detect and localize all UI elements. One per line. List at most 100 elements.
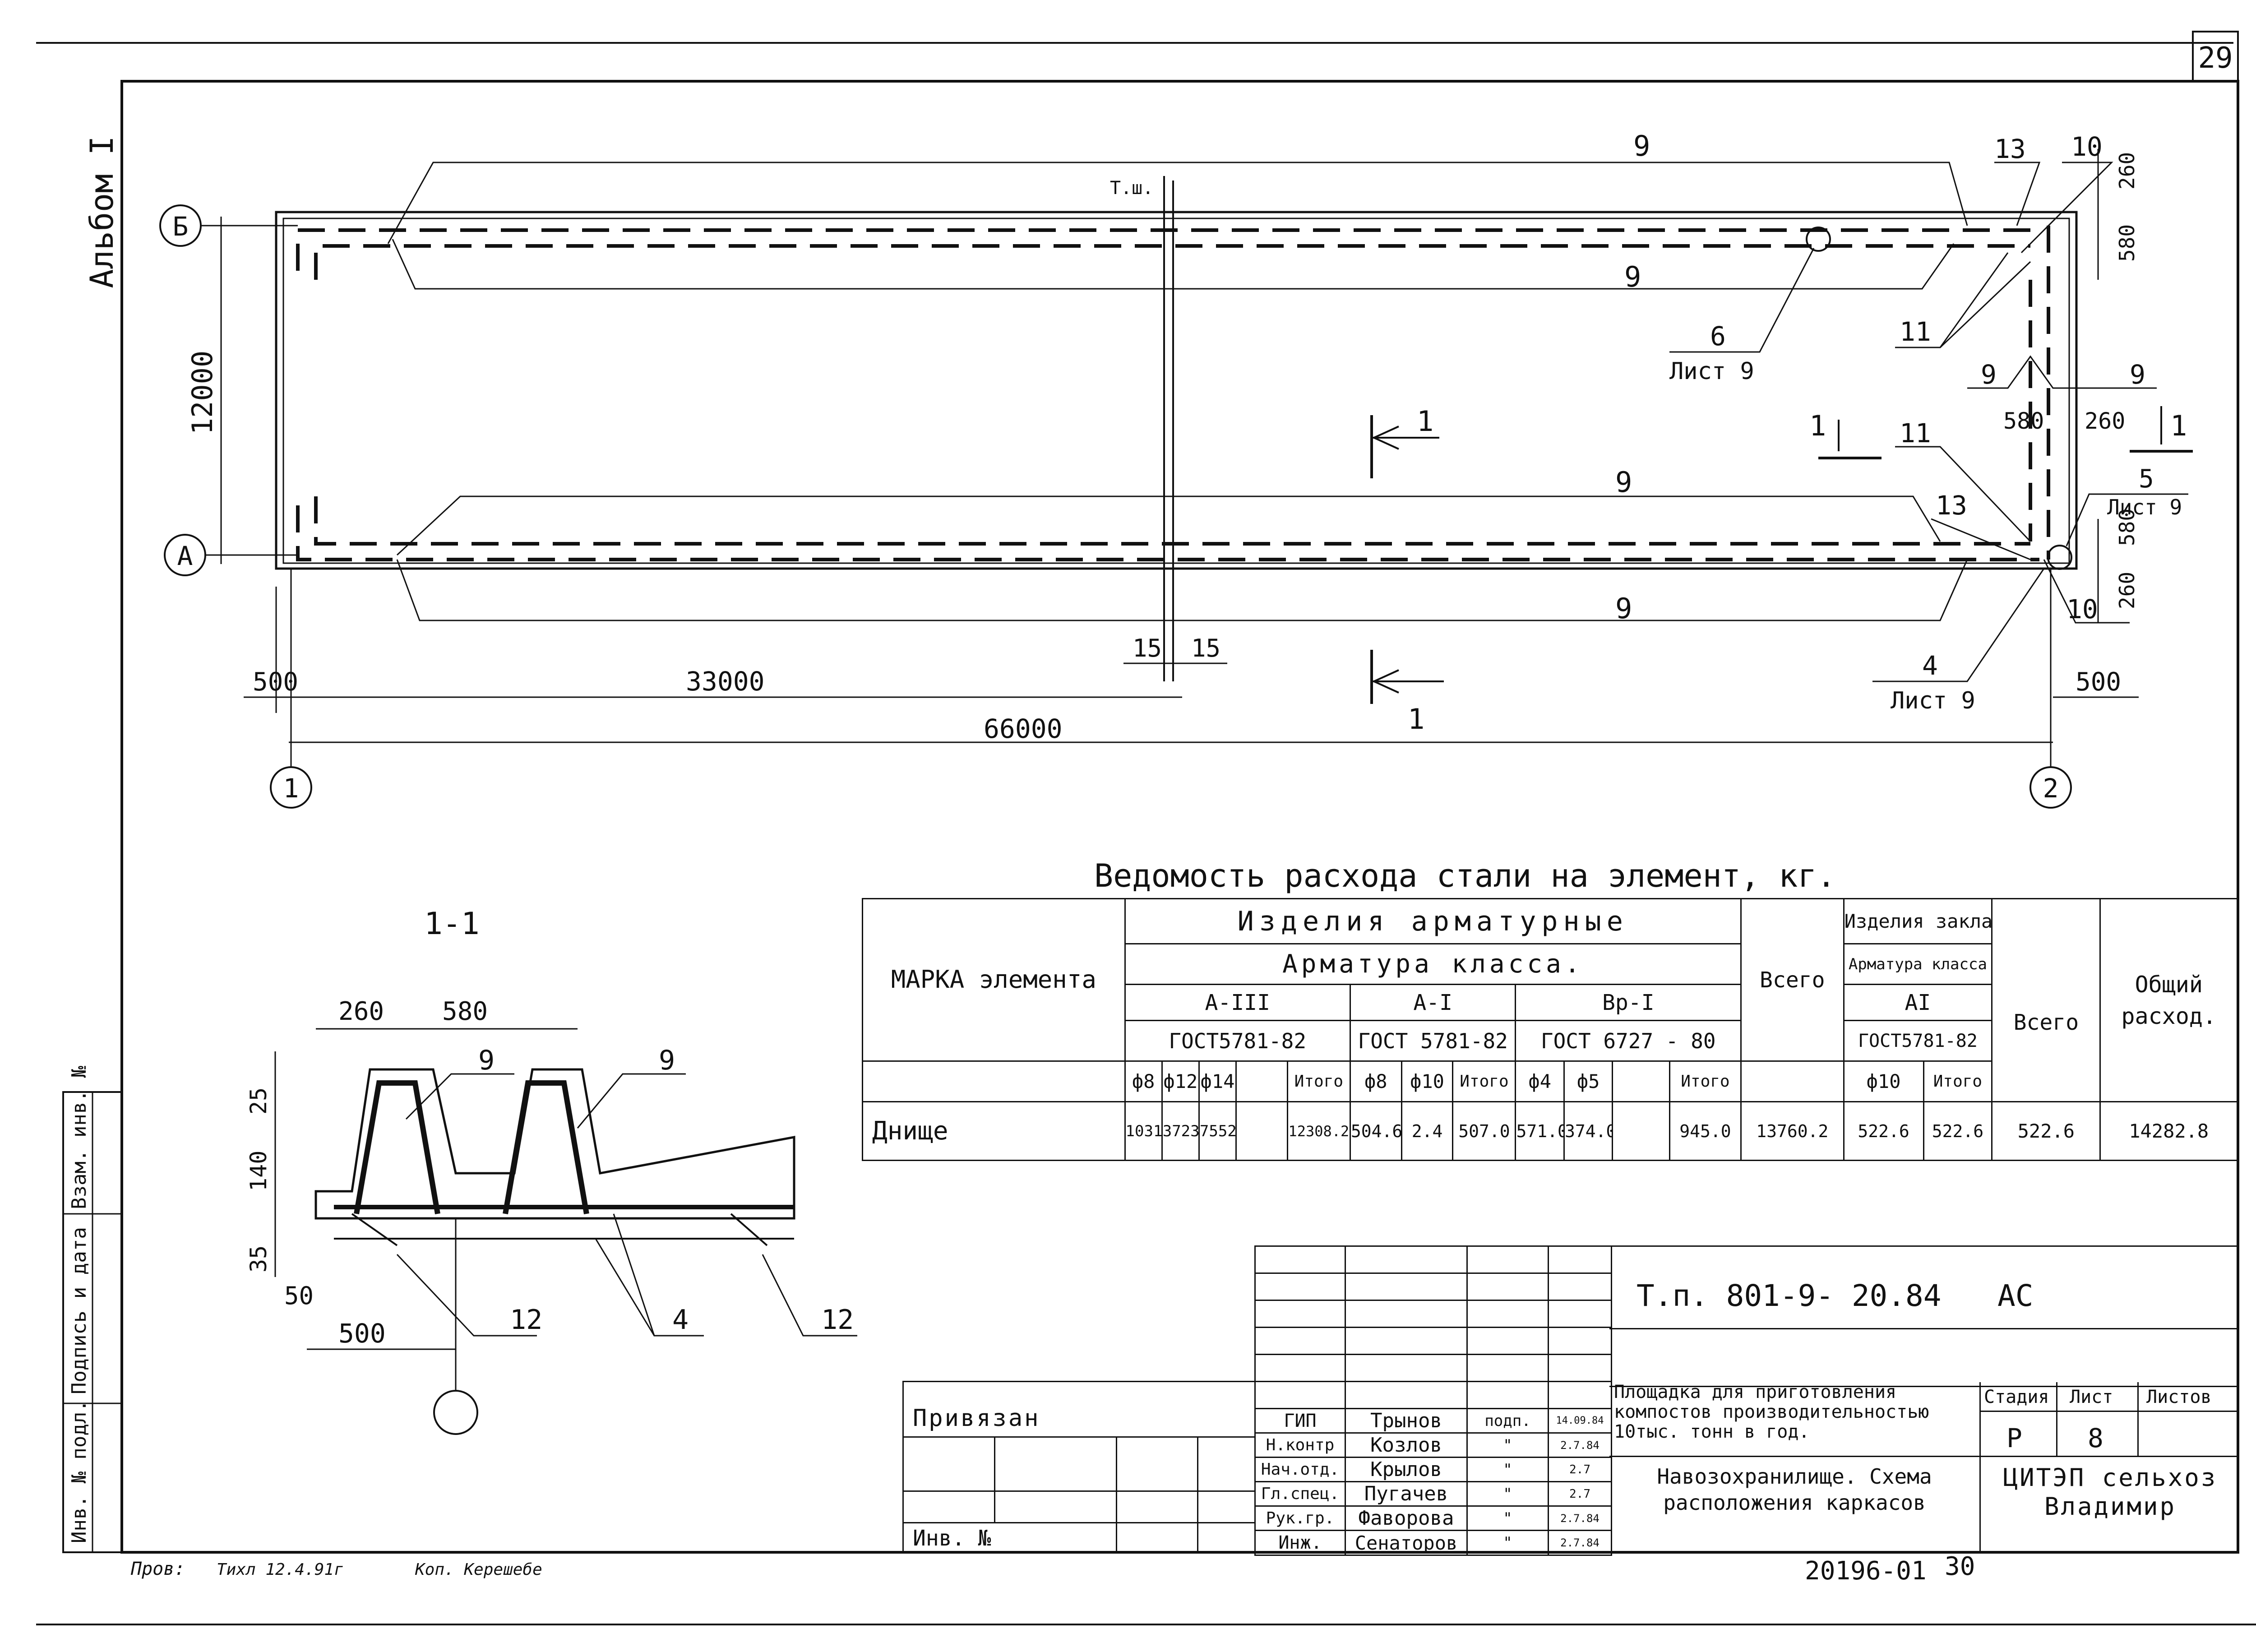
svg-text:Тихл 12.4.91г: Тихл 12.4.91г xyxy=(217,1560,344,1579)
svg-text:5: 5 xyxy=(2139,464,2154,494)
dim-12000: 12000 xyxy=(186,351,219,435)
izdeliya-zakl: Изделия закладные xyxy=(1843,898,1993,944)
svg-text:12: 12 xyxy=(821,1304,854,1336)
svg-text:12: 12 xyxy=(510,1304,542,1336)
svg-text:Б: Б xyxy=(173,211,189,242)
svg-text:35: 35 xyxy=(245,1245,272,1273)
sheet-number: 29 xyxy=(2198,42,2233,75)
svg-text:4: 4 xyxy=(672,1304,689,1336)
svg-text:Подпись и дата: Подпись и дата xyxy=(68,1227,91,1394)
svg-text:13: 13 xyxy=(1936,490,1967,521)
svg-text:Коп. Керешебе: Коп. Керешебе xyxy=(415,1560,542,1579)
plan-view: 9 9 9 9 Т.ш. Б А 12000 1 2 500 33000 660… xyxy=(159,130,2193,809)
svg-text:580: 580 xyxy=(442,997,488,1026)
table-row: Днище 1031.6 3723.8 7552.8 12308.2 504.6… xyxy=(862,1101,2238,1161)
svg-text:4: 4 xyxy=(1922,650,1938,681)
svg-text:Взам. инв. №: Взам. инв. № xyxy=(68,1066,91,1209)
svg-text:1: 1 xyxy=(1408,703,1424,736)
binding-block: Привязан Инв. № xyxy=(902,1381,1256,1554)
sheet-value: 8 xyxy=(2088,1423,2103,1453)
svg-text:10: 10 xyxy=(2071,131,2103,162)
svg-text:9: 9 xyxy=(659,1045,675,1076)
rebar-top-outer xyxy=(296,228,2039,271)
column-headers: ф8 ф12 ф14 Итого ф8 ф10 Итого ф4 ф5 Итог… xyxy=(862,1060,2238,1102)
svg-text:500: 500 xyxy=(338,1318,386,1349)
vsego-header-1: Всего xyxy=(1740,898,1845,1062)
svg-text:260: 260 xyxy=(338,997,384,1026)
inv-label: Инв. № xyxy=(913,1526,991,1551)
organization: ЦИТЭП сельхоз Владимир xyxy=(2003,1463,2218,1521)
svg-text:11: 11 xyxy=(1900,316,1931,347)
svg-text:50: 50 xyxy=(284,1282,314,1310)
svg-text:9: 9 xyxy=(1615,592,1632,625)
archive-code: 20196-01 xyxy=(1805,1556,1927,1586)
rebar-top-inner xyxy=(314,244,2030,280)
album-label: Альбом I xyxy=(83,136,120,288)
section-mark-1-right-b: 1 xyxy=(2130,406,2193,453)
svg-text:11: 11 xyxy=(1900,418,1931,449)
izdeliya-arm: Изделия арматурные xyxy=(1124,898,1742,944)
row-name: Днище xyxy=(862,1101,1126,1161)
page-number: 30 xyxy=(1945,1552,1975,1581)
frame-9-right xyxy=(503,1080,589,1215)
section-1-1: 1-1 260 580 25 140 35 50 500 9 9 12 4 12 xyxy=(245,906,857,1435)
sheet-number-box xyxy=(2192,31,2239,82)
stage-value: Р xyxy=(2006,1423,2022,1453)
label-9-top: 9 xyxy=(1633,130,1650,162)
doc-suffix: АС xyxy=(1997,1278,2034,1313)
svg-text:Инв. № подл.: Инв. № подл. xyxy=(68,1400,91,1543)
svg-text:9: 9 xyxy=(1981,359,1997,390)
steel-table-title: Ведомость расхода стали на элемент, кг. xyxy=(1094,857,1836,894)
dim-33000: 33000 xyxy=(686,666,765,697)
svg-text:580: 580 xyxy=(2115,509,2139,546)
section-outline xyxy=(314,1068,795,1220)
frame-9-left xyxy=(354,1080,440,1215)
side-stamp: Инв. № подл. Подпись и дата Взам. инв. № xyxy=(62,1066,123,1553)
svg-text:6: 6 xyxy=(1710,321,1726,352)
svg-text:1: 1 xyxy=(1417,405,1433,438)
rebar-bot-inner xyxy=(314,496,2030,546)
detail-5-marker xyxy=(2047,545,2072,570)
obshchiy-header: Общий расход. xyxy=(2099,898,2238,1102)
svg-text:260: 260 xyxy=(2115,152,2139,190)
svg-text:9: 9 xyxy=(478,1045,495,1076)
object-name: Площадка для приготовления компостов про… xyxy=(1614,1382,1929,1442)
svg-text:580: 580 xyxy=(2115,224,2139,262)
svg-text:9: 9 xyxy=(1615,466,1632,499)
rebar-bot-outer xyxy=(296,505,2039,561)
svg-text:580: 580 xyxy=(2003,408,2044,434)
svg-text:2: 2 xyxy=(2043,773,2059,804)
svg-text:1: 1 xyxy=(283,773,299,804)
dim-66000: 66000 xyxy=(984,713,1063,744)
slab-outline xyxy=(275,211,2078,570)
section-title: 1-1 xyxy=(424,906,480,942)
svg-text:Пров:: Пров: xyxy=(130,1559,185,1579)
mark-header: МАРКА элемента xyxy=(862,898,1126,1062)
svg-text:15: 15 xyxy=(1191,634,1220,662)
section-mark-1-right-a: 1 xyxy=(1809,409,1882,459)
svg-text:15: 15 xyxy=(1133,634,1162,662)
svg-text:9: 9 xyxy=(1624,260,1641,293)
steel-table: МАРКА элемента Изделия арматурные Всего … xyxy=(862,898,2238,1161)
svg-text:500: 500 xyxy=(2076,667,2121,697)
drawing-name: Навозохранилище. Схема расположения карк… xyxy=(1657,1464,1932,1515)
main-frame xyxy=(120,80,2239,1554)
svg-text:25: 25 xyxy=(245,1087,272,1115)
svg-text:Лист 9: Лист 9 xyxy=(1891,687,1975,714)
svg-text:1: 1 xyxy=(1809,409,1826,442)
detail-6-marker xyxy=(1806,227,1831,252)
svg-text:13: 13 xyxy=(1994,134,2026,164)
svg-text:260: 260 xyxy=(2115,572,2139,609)
svg-text:А: А xyxy=(177,541,193,571)
svg-text:1: 1 xyxy=(2170,409,2187,442)
section-mark-1-bottom: 1 xyxy=(1370,650,1444,736)
svg-text:260: 260 xyxy=(2085,408,2125,434)
svg-text:Лист 9: Лист 9 xyxy=(1669,358,1754,385)
axis-bubble-empty xyxy=(433,1390,478,1435)
doc-code: Т.п. 801-9- 20.84 xyxy=(1637,1278,1942,1313)
vsego-header-2: Всего xyxy=(1991,944,2101,1102)
slab-inner xyxy=(282,217,2070,564)
